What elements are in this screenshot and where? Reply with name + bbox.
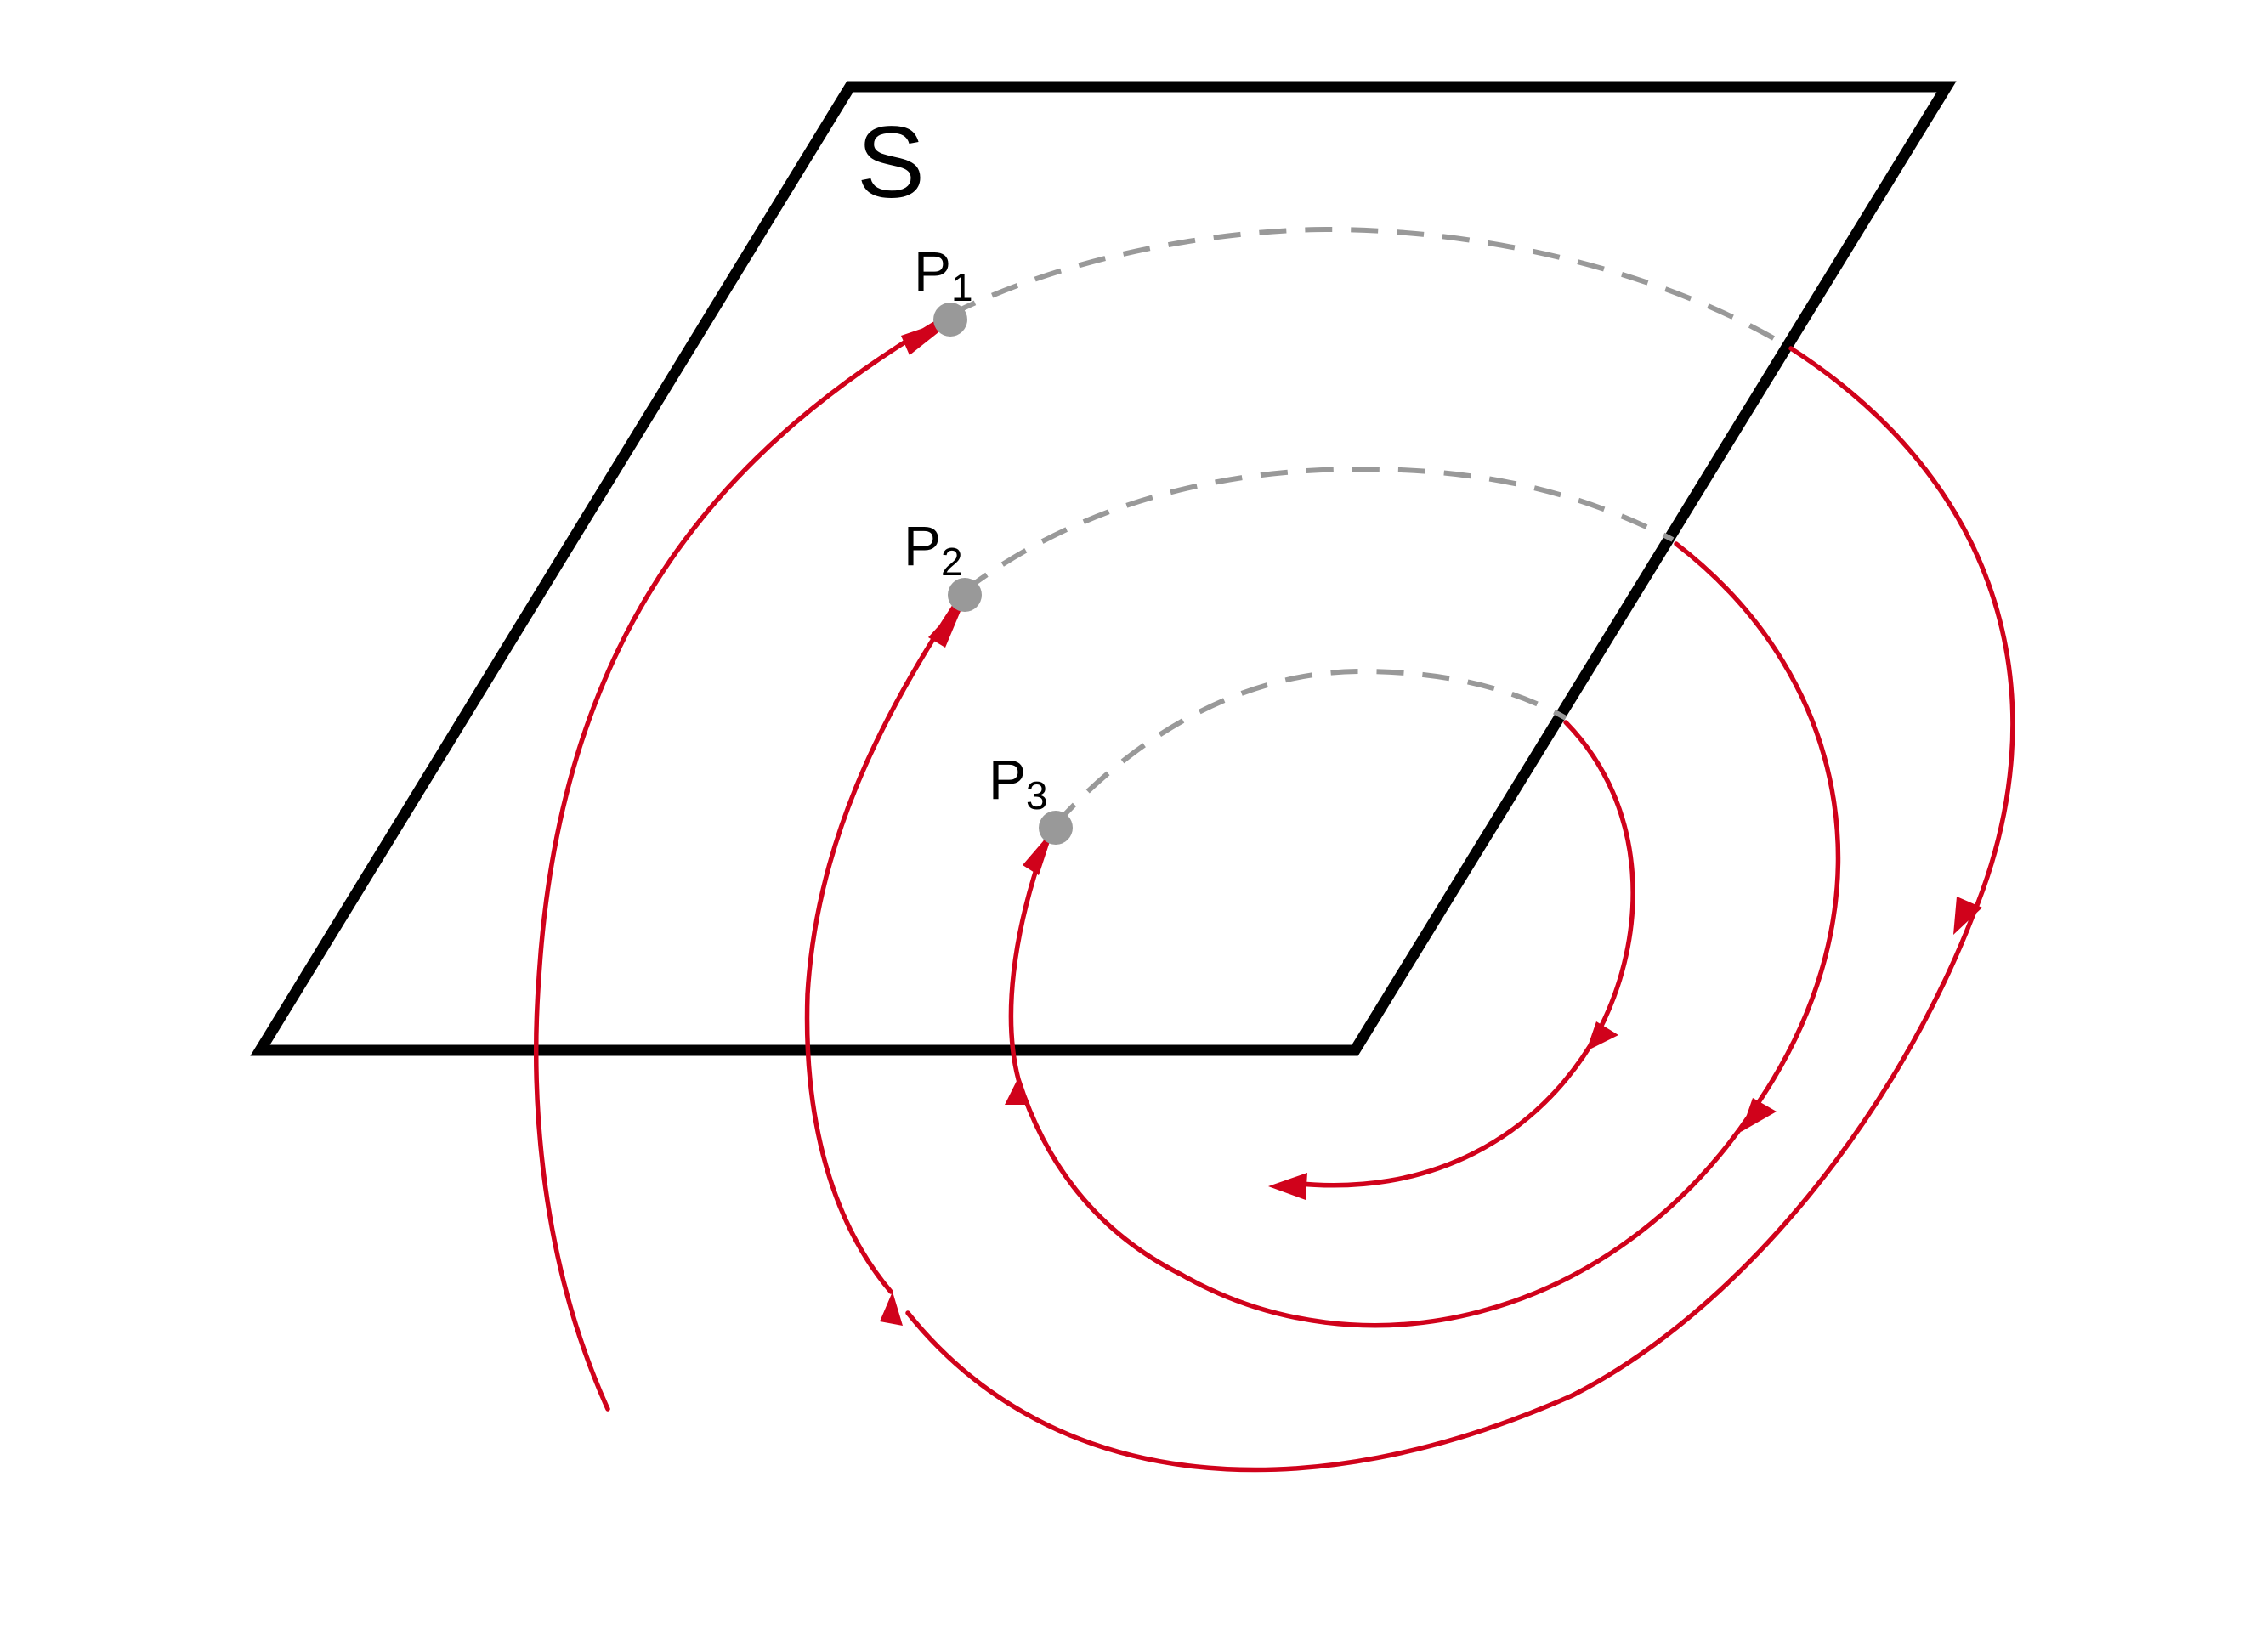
hidden-segment-2: [963, 466, 1675, 593]
plane-s: [250, 81, 1957, 1056]
arrow-inner-right-icon: [1586, 1021, 1618, 1051]
trajectory-inner-tail: [1289, 1030, 1601, 1188]
arrow-outer-right-icon: [1953, 897, 1982, 935]
trajectory-inner-exit: [1563, 720, 1635, 1035]
point-label-p2: P2: [904, 514, 963, 584]
arrow-middle-right-icon: [1741, 1098, 1777, 1132]
trajectory-middle-exit: [1674, 541, 1841, 1116]
trajectory-outer-entry: [534, 312, 953, 1412]
trajectory-middle-loop: [1008, 834, 1754, 1328]
plane-label: S: [857, 105, 925, 219]
point-label-p1: P1: [914, 240, 973, 309]
trajectory-outer-lower: [905, 1310, 1575, 1473]
arrow-outer-lower-icon: [880, 1292, 903, 1326]
hidden-segment-1: [949, 226, 1778, 342]
trajectory-middle-lower: [804, 588, 967, 1294]
arrow-middle-lower-icon: [1005, 1078, 1027, 1105]
point-p1: [933, 303, 967, 337]
point-p2: [948, 578, 982, 612]
trajectory-outer-exit: [1570, 346, 2015, 1398]
hidden-segment-3: [1053, 668, 1567, 827]
point-label-p3: P3: [989, 748, 1048, 818]
arrow-inner-tail-icon: [1268, 1173, 1307, 1200]
point-p3: [1039, 811, 1073, 845]
